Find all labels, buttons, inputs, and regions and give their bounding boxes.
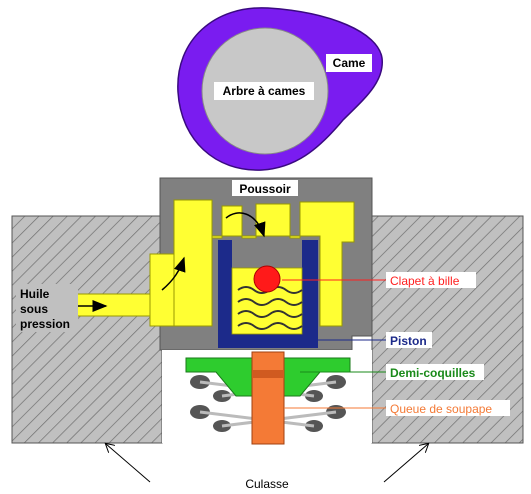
oil-flow-arrows [74,212,266,312]
came-label-bg [326,54,372,72]
check-ball [253,265,281,293]
valve-assembly [162,350,372,445]
came-label: Came [333,56,366,70]
poussoir-label: Poussoir [239,182,291,196]
oil-flow-arrow-up [161,256,186,291]
queue-label-bg [386,400,510,416]
culasse-arrow-right [383,444,428,483]
poussoir-label-bg [232,180,298,196]
oil-flow-arrow-top [225,212,266,238]
demi-label-bg [386,364,484,380]
piston-label: Piston [390,334,427,348]
clapet-label: Clapet à bille [390,274,460,288]
piston-label-bg [386,332,432,348]
arbre-label-bg [214,82,314,100]
oil-chamber-left [173,199,355,327]
labels: Came Arbre à cames Poussoir Huile sous p… [16,54,510,491]
demi-label: Demi-coquilles [390,366,476,380]
queue-label: Queue de soupape [390,402,492,416]
culasse-arrow-left [106,444,151,483]
piston-body [218,240,318,348]
huile-label-3: pression [20,317,70,331]
huile-label-1: Huile [20,287,50,301]
huile-label-2: sous [20,302,48,316]
huile-label-bg [16,284,78,332]
clapet-label-bg [386,272,476,288]
piston [218,240,318,348]
valve-stem [251,351,285,445]
leader-lines [106,279,428,483]
culasse-label: Culasse [245,477,289,491]
arbre-label: Arbre à cames [223,84,306,98]
valve-stem-groove [252,370,284,378]
